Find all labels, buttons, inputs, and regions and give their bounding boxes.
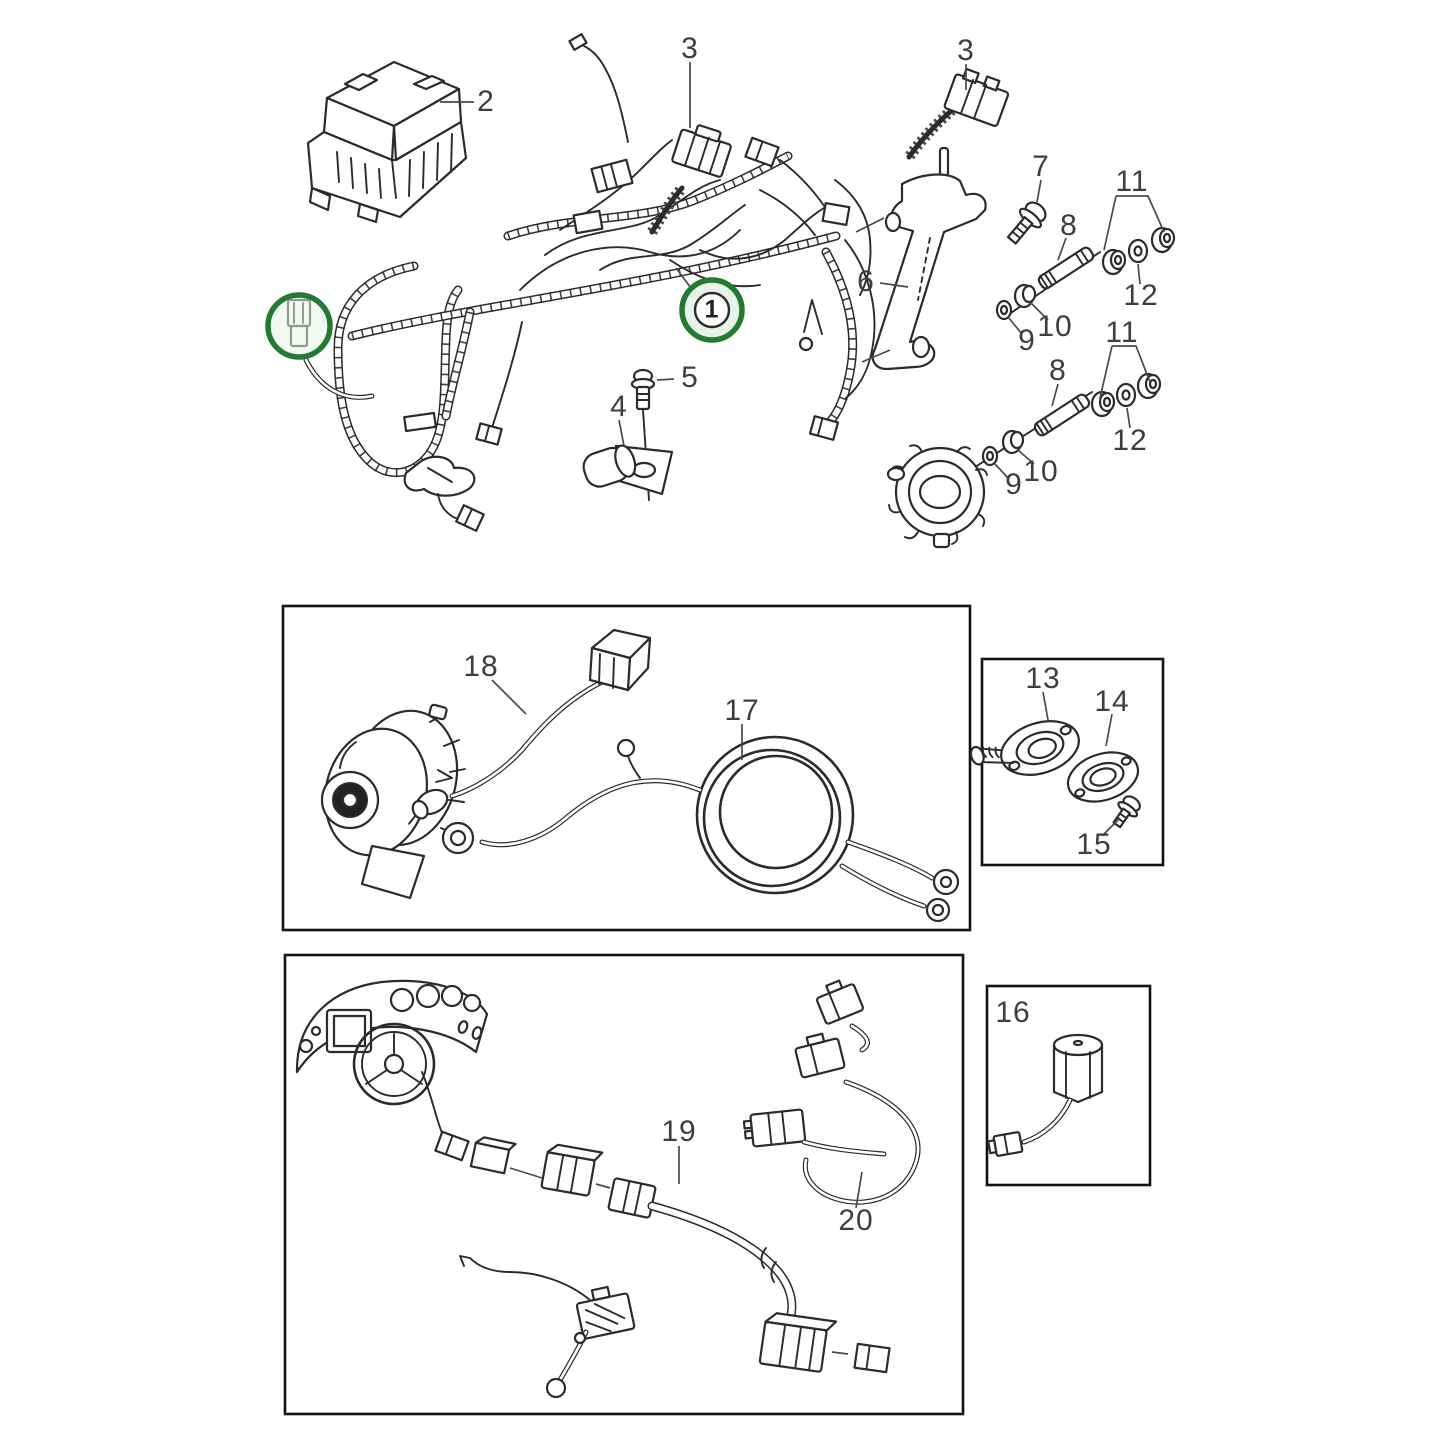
bracket-assembly-drawing bbox=[855, 64, 1047, 371]
alternator-drawing bbox=[320, 703, 466, 900]
dashboard-drawing bbox=[295, 979, 489, 1139]
gasket-14-drawing bbox=[1066, 713, 1140, 803]
fastener-set-lower-drawing bbox=[886, 345, 1162, 549]
harness-19-drawing bbox=[434, 1130, 891, 1399]
fitting-13-drawing bbox=[969, 691, 1080, 776]
fuse-box-drawing bbox=[306, 60, 474, 224]
relay-16-drawing bbox=[987, 1033, 1104, 1157]
harness-20-drawing bbox=[742, 979, 921, 1209]
main-harness-drawing bbox=[303, 33, 876, 532]
callout-1-ring bbox=[675, 267, 745, 343]
green-highlight-ring-left bbox=[265, 292, 333, 360]
harness-connector-3a-drawing bbox=[647, 62, 732, 235]
fastener-set-upper-drawing bbox=[995, 195, 1176, 335]
clamp-and-bolt-drawing bbox=[582, 368, 675, 501]
sensor-cable-18-drawing bbox=[408, 628, 652, 825]
bolt-15-drawing bbox=[1101, 795, 1141, 837]
battery-cable-17-drawing bbox=[441, 724, 960, 923]
panel-relay bbox=[985, 984, 1152, 1187]
panel-alternator-cables bbox=[281, 604, 972, 932]
highlighted-connector-drawing bbox=[265, 292, 333, 360]
panel-instrument-harness bbox=[283, 953, 965, 1416]
round-flange-drawing bbox=[886, 444, 988, 549]
